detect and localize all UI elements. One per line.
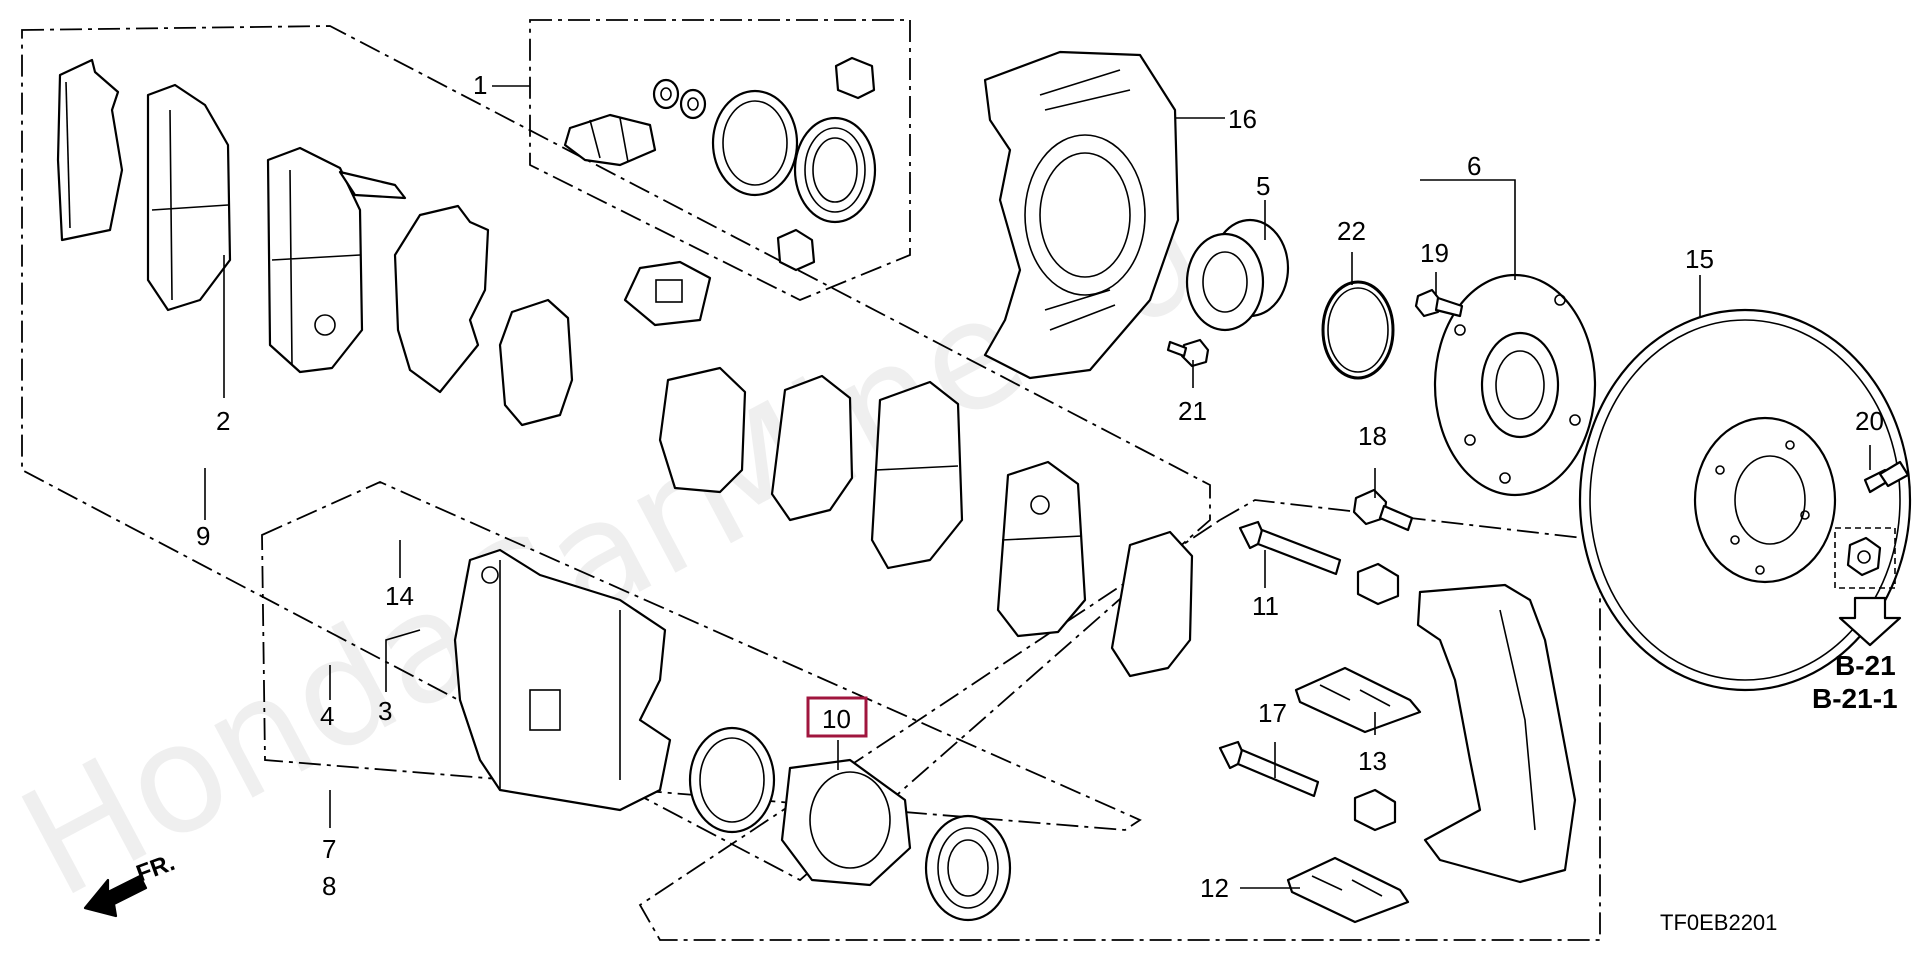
disc-screw xyxy=(1863,460,1910,494)
piston-seal xyxy=(688,726,776,834)
piston-dust-boot xyxy=(924,814,1012,922)
callout-7[interactable]: 7 xyxy=(322,834,336,864)
callout-19[interactable]: 19 xyxy=(1420,238,1449,268)
outer-shim-right xyxy=(658,366,747,494)
callout-17[interactable]: 17 xyxy=(1258,698,1287,728)
callout-1[interactable]: 1 xyxy=(473,70,487,100)
inner-shim-left xyxy=(393,204,490,394)
callout-13[interactable]: 13 xyxy=(1358,746,1387,776)
inner-shim-right-2 xyxy=(770,374,854,522)
snap-ring xyxy=(1321,280,1395,380)
seal-kit-pin-boots xyxy=(776,56,876,272)
callout-14[interactable]: 14 xyxy=(385,581,414,611)
callout-9[interactable]: 9 xyxy=(196,521,210,551)
group-outline-caliper xyxy=(638,499,1601,941)
callout-16[interactable]: 16 xyxy=(1228,104,1257,134)
brake-pad-left-2 xyxy=(266,146,407,374)
callout-4[interactable]: 4 xyxy=(320,701,334,731)
reference-arrow xyxy=(1838,596,1902,647)
reference-label-b21-1[interactable]: B-21-1 xyxy=(1812,683,1898,714)
callout-6[interactable]: 6 xyxy=(1467,151,1481,181)
caliper-bracket-bolt xyxy=(1352,488,1414,532)
grease-pack xyxy=(623,260,712,327)
callout-2[interactable]: 2 xyxy=(216,406,230,436)
callout-5[interactable]: 5 xyxy=(1256,171,1270,201)
callout-12[interactable]: 12 xyxy=(1200,873,1229,903)
splash-guard-bolt xyxy=(1166,338,1210,368)
brake-pad-right xyxy=(870,380,964,570)
front-hub xyxy=(1433,273,1597,497)
guide-pin-boot-upper xyxy=(1356,562,1400,606)
callout-21[interactable]: 21 xyxy=(1178,396,1207,426)
diagram-code: TF0EB2201 xyxy=(1660,910,1777,935)
inner-shim-right xyxy=(1110,530,1194,678)
hub-nut xyxy=(1834,527,1896,589)
seal-kit-small-rings xyxy=(652,78,707,120)
callout-18[interactable]: 18 xyxy=(1358,421,1387,451)
hub-bolt xyxy=(1414,288,1464,318)
splash-guard xyxy=(983,50,1180,380)
group-outline-1 xyxy=(529,19,911,301)
front-direction-arrow xyxy=(83,874,148,918)
caliper-body xyxy=(453,548,672,812)
guide-pin-boot-lower xyxy=(1353,788,1397,832)
callout-3[interactable]: 3 xyxy=(378,696,392,726)
pad-retainer-lower xyxy=(1286,856,1410,924)
leader-lines xyxy=(204,85,1871,889)
callout-10[interactable]: 10 xyxy=(822,704,851,734)
callout-10-box[interactable]: 10 xyxy=(806,696,868,738)
callout-15[interactable]: 15 xyxy=(1685,244,1714,274)
guide-pin-upper xyxy=(1238,520,1342,576)
brake-pad-right-2 xyxy=(996,460,1087,638)
callout-20[interactable]: 20 xyxy=(1855,406,1884,436)
callout-11[interactable]: 11 xyxy=(1252,591,1279,621)
brake-disc xyxy=(1578,308,1912,692)
caliper-piston xyxy=(780,758,912,887)
callout-22[interactable]: 22 xyxy=(1337,216,1366,246)
caliper-bracket xyxy=(1416,583,1577,884)
outer-shim-left xyxy=(56,58,124,242)
pad-retainer-upper xyxy=(1294,666,1422,734)
seal-kit-piston-seal xyxy=(711,89,799,197)
hub-bearing xyxy=(1185,218,1290,332)
reference-label-b21[interactable]: B-21 xyxy=(1835,650,1896,681)
brake-pad-left xyxy=(146,83,232,312)
group-outline-7 xyxy=(261,481,1142,831)
group-outline-9 xyxy=(21,25,1211,882)
inner-shim-left-2 xyxy=(498,298,574,427)
guide-pin-lower xyxy=(1218,740,1320,798)
seal-kit-dust-boot xyxy=(793,116,877,224)
seal-kit-clip xyxy=(563,113,657,167)
callout-8[interactable]: 8 xyxy=(322,871,336,901)
